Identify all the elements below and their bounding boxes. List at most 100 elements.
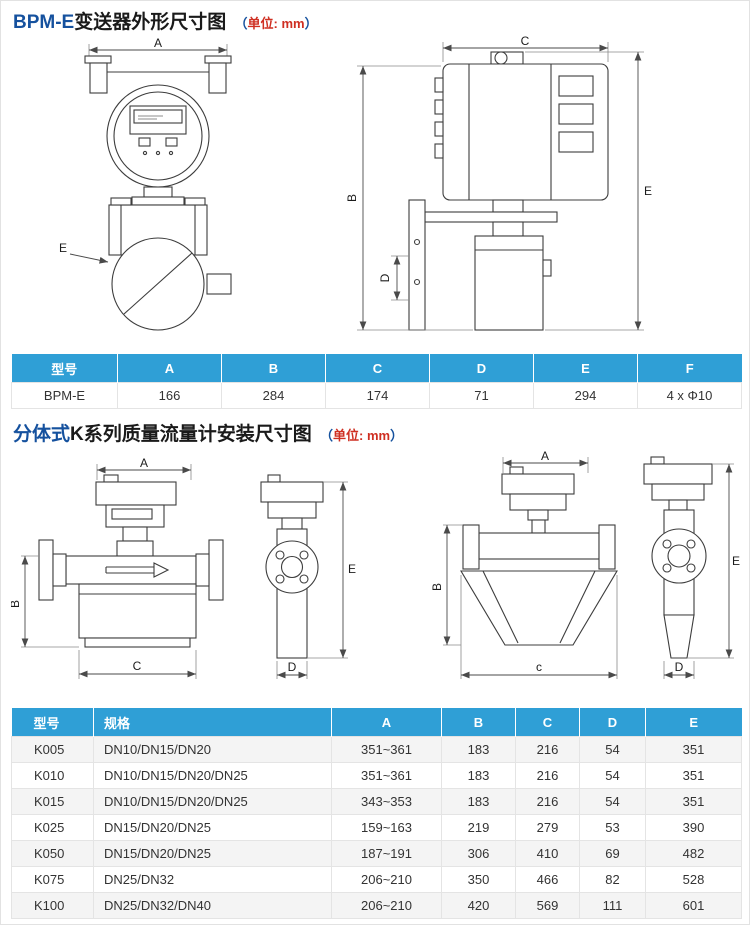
dim-label-d: D [378,273,392,282]
cell: 216 [515,788,580,815]
cell: 53 [579,814,646,841]
k-integral-view: A B [11,456,224,679]
cell-model: K050 [11,840,94,867]
cell: 528 [645,866,742,893]
cell: 71 [429,382,534,409]
column-header-e: E [645,708,742,737]
dim-label-c: C [133,659,142,673]
k-wedge-view: A B c [430,449,618,679]
cell-spec: DN15/DN20/DN25 [93,814,332,841]
table-row: K050 DN15/DN20/DN25 187~191 306 410 69 4… [11,840,742,867]
title-text: 变送器外形尺寸图 [74,12,227,33]
section-title-k-series: 分体式K系列质量流量计安装尺寸图 （单位: mm） [1,409,749,448]
dim-label-b: B [430,583,444,591]
cell: 343~353 [331,788,442,815]
cell-model: K015 [11,788,94,815]
cell: 54 [579,762,646,789]
table-row: K025 DN15/DN20/DN25 159~163 219 279 53 3… [11,814,742,841]
table-row: BPM-E 166 284 174 71 294 4 x Φ10 [11,382,742,409]
cell: 351 [645,762,742,789]
cell: 569 [515,892,580,919]
cell-spec: DN10/DN15/DN20/DN25 [93,788,332,815]
cell: 284 [221,382,326,409]
paren-close: ） [390,428,404,443]
cell-spec: DN10/DN15/DN20/DN25 [93,762,332,789]
k-remote-small-view: E D [260,474,356,679]
cell: 82 [579,866,646,893]
paren-open: （ [234,16,248,31]
cell: 4 x Φ10 [637,382,742,409]
dim-label-b: B [11,600,22,608]
cell: 54 [579,788,646,815]
cell: 174 [325,382,430,409]
cell: 351 [645,788,742,815]
cell: 279 [515,814,580,841]
table-header-row: 型号 规格 A B C D E [11,708,742,737]
column-header-d: D [429,354,534,383]
column-header-model: 型号 [11,354,118,383]
cell: 183 [441,788,516,815]
column-header-c: C [325,354,430,383]
dim-label-e: E [59,241,67,255]
cell: 351 [645,736,742,763]
paren-close: ） [304,16,318,31]
cell-model: K005 [11,736,94,763]
cell-model: K100 [11,892,94,919]
cell: 54 [579,736,646,763]
unit-text: 单位: mm [247,16,305,31]
dim-label-e: E [644,184,652,198]
column-header-f: F [637,354,742,383]
cell: 351~361 [331,762,442,789]
cell: 216 [515,762,580,789]
cell: 166 [117,382,222,409]
table-row: K010 DN10/DN15/DN20/DN25 351~361 183 216… [11,762,742,789]
cell: 216 [515,736,580,763]
column-header-d: D [579,708,646,737]
title-text: K系列质量流量计安装尺寸图 [70,424,312,445]
cell: 466 [515,866,580,893]
dim-label-a: A [541,449,549,463]
dim-label-a: A [140,456,148,470]
cell-model: K025 [11,814,94,841]
bpm-e-dimensions-table: 型号 A B C D E F BPM-E 166 284 174 71 294 … [11,354,742,409]
dim-label-c: c [536,660,542,674]
bpm-front-view: A E [59,36,232,331]
k-series-dimensions-table: 型号 规格 A B C D E K005 DN10/DN15/DN20 351~… [11,708,742,919]
unit-text: 单位: mm [333,428,391,443]
cell: 206~210 [331,866,442,893]
bpm-outline-drawing: A E [59,36,652,331]
cell: 111 [579,892,646,919]
cell: 294 [533,382,638,409]
cell: 601 [645,892,742,919]
column-header-c: C [515,708,580,737]
paren-open: （ [320,428,334,443]
cell: 351~361 [331,736,442,763]
k-remote-large-view: E D [643,456,740,679]
k-series-install-drawing: A B [11,449,740,679]
cell: 410 [515,840,580,867]
cell-spec: DN25/DN32/DN40 [93,892,332,919]
cell: 206~210 [331,892,442,919]
dim-label-c: C [521,36,530,48]
column-header-a: A [331,708,442,737]
dim-label-e: E [732,554,740,568]
dim-label-d: D [288,660,297,674]
cell: 183 [441,762,516,789]
column-header-e: E [533,354,638,383]
flow-direction-arrow [105,562,170,578]
cell-model: BPM-E [11,382,118,409]
cell-model: K010 [11,762,94,789]
column-header-spec: 规格 [93,708,332,737]
section-title-bpm: BPM-E变送器外形尺寸图 （单位: mm） [1,1,749,36]
cell: 350 [441,866,516,893]
column-header-b: B [441,708,516,737]
cell-spec: DN15/DN20/DN25 [93,840,332,867]
dim-label-e: E [348,562,356,576]
table-row: K100 DN25/DN32/DN40 206~210 420 569 111 … [11,892,742,919]
unit-note: （单位: mm） [320,428,403,443]
table-row: K015 DN10/DN15/DN20/DN25 343~353 183 216… [11,788,742,815]
column-header-model: 型号 [11,708,94,737]
bpm-side-view: C B [345,36,652,331]
cell: 390 [645,814,742,841]
